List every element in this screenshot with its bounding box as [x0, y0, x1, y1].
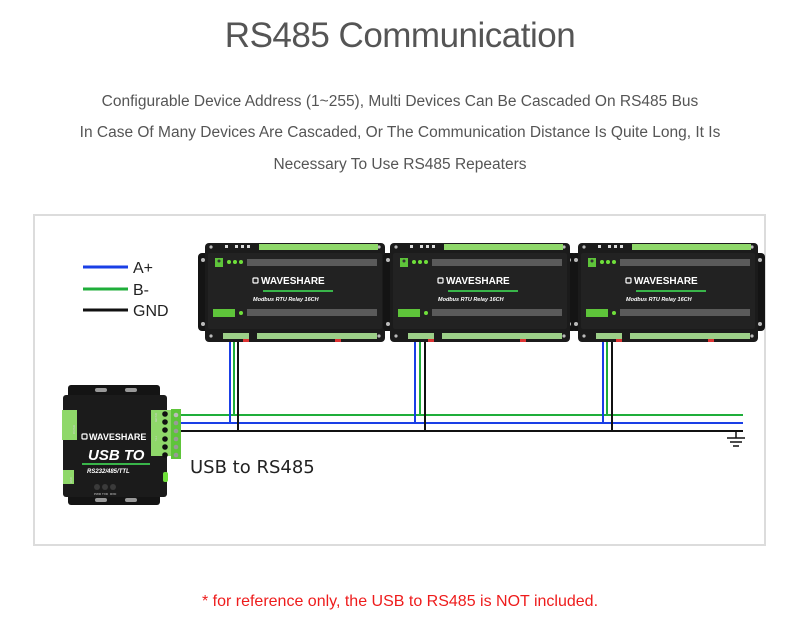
relay-module-1-brand: WAVESHARE — [261, 276, 325, 287]
converter-led-rxd: RXD — [110, 492, 117, 496]
ground-icon — [727, 431, 745, 447]
usb-converter: RS232 USB WAVESHARE USB TO RS232/485/TTL… — [62, 385, 181, 505]
converter-side-label-ttl: TTL — [154, 436, 158, 442]
relay-drops — [229, 334, 613, 431]
converter-led-txd: TXD — [102, 492, 109, 496]
legend-label-gnd: GND — [133, 303, 169, 320]
relay-module-2-brand: WAVESHARE — [446, 276, 510, 287]
converter-label: USB to RS485 — [190, 457, 315, 478]
relay-module-3: WAVESHARE Modbus RTU Relay 16CH — [570, 242, 766, 343]
description-line-1: Configurable Device Address (1~255), Mul… — [101, 93, 699, 110]
converter-side-label-rs232: RS232 — [72, 425, 76, 435]
description-line-3: Necessary To Use RS485 Repeaters — [273, 156, 527, 173]
converter-side-label-rs485: RS485 — [154, 413, 158, 423]
converter-brand: WAVESHARE — [89, 432, 146, 442]
legend-label-b-minus: B- — [133, 282, 149, 299]
description-line-2: In Case Of Many Devices Are Cascaded, Or… — [79, 124, 721, 141]
relay-module-2-model: Modbus RTU Relay 16CH — [438, 297, 505, 303]
legend: A+ B- GND — [83, 260, 169, 320]
page-title: RS485 Communication — [224, 16, 576, 55]
footnote: * for reference only, the USB to RS485 i… — [201, 593, 599, 610]
relay-module-3-brand: WAVESHARE — [634, 276, 698, 287]
relay-module-3-model: Modbus RTU Relay 16CH — [626, 297, 693, 303]
legend-label-a-plus: A+ — [133, 260, 153, 277]
converter-led-pwr: PWR — [94, 492, 102, 496]
converter-model-line-2: RS232/485/TTL — [87, 469, 130, 475]
relay-module-1: WAVESHARE Modbus RTU Relay 16CH — [197, 242, 393, 343]
relay-module-2: WAVESHARE Modbus RTU Relay 16CH — [382, 242, 578, 343]
relay-module-1-model: Modbus RTU Relay 16CH — [253, 297, 320, 303]
converter-side-label-usb: USB — [69, 477, 73, 483]
converter-model-line-1: USB TO — [88, 447, 145, 464]
rs485-bus — [178, 414, 743, 432]
